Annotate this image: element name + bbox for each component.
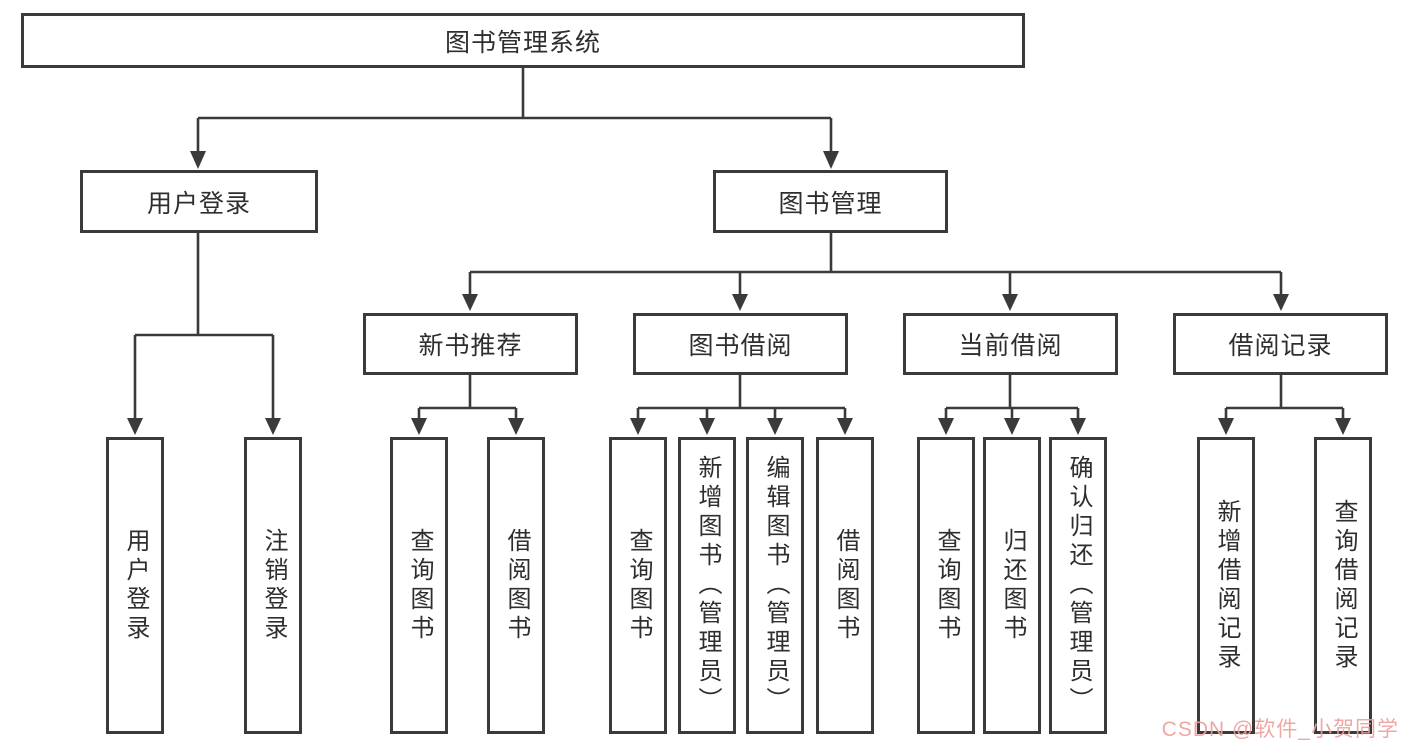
leaf-confirm-return-admin: 确认归还（管理员） xyxy=(1049,437,1107,734)
arrow-down-icon xyxy=(127,418,143,435)
arrow-down-icon xyxy=(265,418,281,435)
arrow-down-icon xyxy=(462,294,478,311)
arrow-down-icon xyxy=(767,418,783,435)
arrow-down-icon xyxy=(1070,418,1086,435)
arrow-down-icon xyxy=(411,418,427,435)
leaf-user-login: 用户登录 xyxy=(106,437,164,734)
arrow-down-icon xyxy=(630,418,646,435)
arrow-down-icon xyxy=(837,418,853,435)
leaf-edit-book-admin: 编辑图书（管理员） xyxy=(746,437,804,734)
arrowhead-icons xyxy=(127,151,1351,435)
node-new-book-recommend-label: 新书推荐 xyxy=(418,332,523,360)
node-current-borrow: 当前借阅 xyxy=(903,313,1118,375)
arrow-down-icon xyxy=(1004,418,1020,435)
node-root: 图书管理系统 xyxy=(21,13,1025,68)
arrow-down-icon xyxy=(1218,418,1234,435)
arrow-down-icon xyxy=(699,418,715,435)
node-book-management-label: 图书管理 xyxy=(778,189,883,218)
leaf-query-borrow-record: 查询借阅记录 xyxy=(1314,437,1372,734)
leaf-query-books-recommend: 查询图书 xyxy=(390,437,448,734)
node-borrow-records-label: 借阅记录 xyxy=(1228,332,1333,360)
arrow-down-icon xyxy=(938,418,954,435)
node-book-management: 图书管理 xyxy=(713,170,948,233)
leaf-borrow-books-recommend: 借阅图书 xyxy=(487,437,545,734)
node-current-borrow-label: 当前借阅 xyxy=(958,332,1063,360)
node-user-login: 用户登录 xyxy=(80,170,318,233)
leaf-return-book: 归还图书 xyxy=(983,437,1041,734)
leaf-query-books-borrow: 查询图书 xyxy=(609,437,667,734)
arrow-down-icon xyxy=(1002,294,1018,311)
arrow-down-icon xyxy=(508,418,524,435)
leaf-query-books-current: 查询图书 xyxy=(917,437,975,734)
leaf-borrow-books: 借阅图书 xyxy=(816,437,874,734)
leaf-logout: 注销登录 xyxy=(244,437,302,734)
node-root-label: 图书管理系统 xyxy=(444,28,601,57)
leaf-add-borrow-record: 新增借阅记录 xyxy=(1197,437,1255,734)
arrow-down-icon xyxy=(823,151,839,169)
node-borrow-records: 借阅记录 xyxy=(1173,313,1388,375)
node-book-borrow: 图书借阅 xyxy=(633,313,848,375)
arrow-down-icon xyxy=(732,294,748,311)
leaf-add-book-admin: 新增图书（管理员） xyxy=(678,437,736,734)
node-book-borrow-label: 图书借阅 xyxy=(688,332,793,360)
node-new-book-recommend: 新书推荐 xyxy=(363,313,578,375)
arrow-down-icon xyxy=(1335,418,1351,435)
arrow-down-icon xyxy=(1273,294,1289,311)
arrow-down-icon xyxy=(190,151,206,169)
node-user-login-label: 用户登录 xyxy=(146,189,251,218)
